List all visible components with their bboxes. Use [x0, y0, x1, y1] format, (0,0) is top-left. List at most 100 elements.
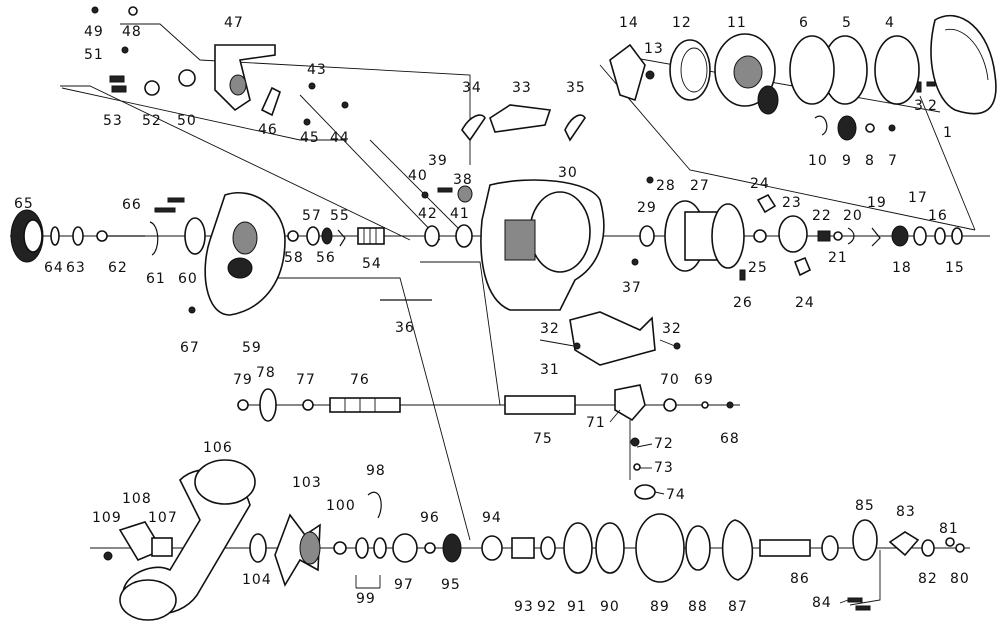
part-15	[951, 227, 963, 245]
label-65: 65	[14, 196, 34, 212]
label-75: 75	[533, 431, 553, 447]
label-3: 3	[914, 98, 924, 114]
label-15: 15	[945, 260, 965, 276]
label-12: 12	[672, 15, 692, 31]
part-67	[188, 306, 196, 314]
part-25	[753, 229, 767, 243]
part-79	[237, 399, 249, 411]
label-63: 63	[66, 260, 86, 276]
part-50	[178, 69, 196, 87]
label-76: 76	[350, 372, 370, 388]
part-76	[329, 397, 401, 413]
label-83: 83	[896, 504, 916, 520]
label-24b: 24	[795, 295, 815, 311]
label-48: 48	[122, 24, 142, 40]
part-52	[144, 80, 160, 96]
part-69	[701, 401, 709, 409]
label-64: 64	[44, 260, 64, 276]
part-20	[847, 227, 855, 245]
label-56: 56	[316, 250, 336, 266]
part-90	[595, 522, 625, 574]
part-72	[630, 437, 640, 447]
label-103: 103	[292, 475, 322, 491]
part-3	[916, 81, 922, 93]
part-48	[128, 6, 138, 16]
part-91	[563, 522, 593, 574]
part-19	[871, 227, 881, 247]
label-39: 39	[428, 153, 448, 169]
part-107	[151, 537, 173, 557]
label-106: 106	[203, 440, 233, 456]
part-37	[631, 258, 639, 266]
label-40: 40	[408, 168, 428, 184]
label-21: 21	[828, 250, 848, 266]
part-98	[367, 491, 382, 519]
part-10	[814, 115, 828, 136]
part-31	[569, 311, 656, 366]
label-90: 90	[600, 599, 620, 615]
label-91: 91	[567, 599, 587, 615]
label-107: 107	[148, 510, 178, 526]
label-74: 74	[666, 487, 686, 503]
part-89	[635, 513, 685, 583]
part-32	[573, 342, 581, 350]
label-43: 43	[307, 62, 327, 78]
label-9: 9	[842, 153, 852, 169]
part-66	[154, 207, 176, 213]
part-51	[121, 46, 129, 54]
leader-lines	[355, 339, 849, 604]
part-96	[424, 542, 436, 554]
label-93: 93	[514, 599, 534, 615]
label-97: 97	[394, 577, 414, 593]
label-32b: 32	[662, 321, 682, 337]
label-55: 55	[330, 208, 350, 224]
label-7: 7	[888, 153, 898, 169]
part-34	[461, 114, 486, 142]
part-6	[789, 35, 835, 105]
label-52: 52	[142, 113, 162, 129]
label-38: 38	[453, 172, 473, 188]
label-2: 2	[928, 98, 938, 114]
part-13	[645, 70, 655, 80]
label-94: 94	[482, 510, 502, 526]
label-81: 81	[939, 521, 959, 537]
label-84: 84	[812, 595, 832, 611]
part-42	[424, 225, 440, 247]
label-85: 85	[855, 498, 875, 514]
label-42: 42	[418, 206, 438, 222]
part-2	[926, 81, 936, 87]
label-58: 58	[284, 250, 304, 266]
part-53	[109, 75, 125, 83]
part-39	[437, 187, 453, 193]
label-41: 41	[450, 206, 470, 222]
label-109: 109	[92, 510, 122, 526]
label-24: 24	[750, 176, 770, 192]
part-9	[837, 115, 857, 141]
label-104: 104	[242, 572, 272, 588]
label-108: 108	[122, 491, 152, 507]
label-16: 16	[928, 208, 948, 224]
label-72: 72	[654, 436, 674, 452]
part-99	[355, 537, 369, 559]
label-86: 86	[790, 571, 810, 587]
part-44	[341, 101, 349, 109]
label-70: 70	[660, 372, 680, 388]
part-61	[149, 221, 159, 256]
part-54	[357, 227, 385, 245]
part-86	[759, 539, 811, 557]
part-shapes	[10, 6, 997, 621]
label-89: 89	[650, 599, 670, 615]
part-16	[934, 227, 946, 245]
label-28: 28	[656, 178, 676, 194]
part-63	[72, 226, 84, 246]
part-18	[891, 225, 909, 247]
part-60	[184, 217, 206, 255]
part-49	[91, 6, 99, 14]
label-27: 27	[690, 178, 710, 194]
label-100: 100	[326, 498, 356, 514]
label-45: 45	[300, 130, 320, 146]
part-28	[646, 176, 654, 184]
part-87	[721, 519, 754, 581]
label-92: 92	[537, 599, 557, 615]
part-104	[249, 533, 267, 563]
